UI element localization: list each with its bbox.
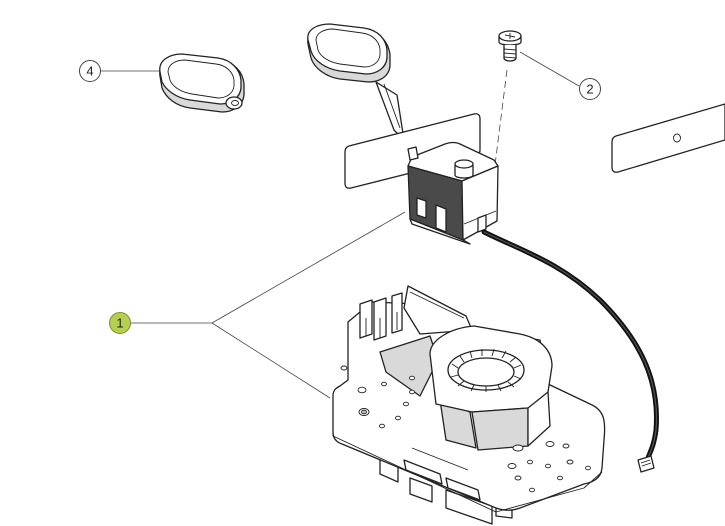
callout-2-circle xyxy=(579,78,601,100)
callout-2-label: 2 xyxy=(586,82,593,97)
callout-4[interactable]: 4 xyxy=(79,60,101,82)
callout-2[interactable]: 2 xyxy=(579,78,601,100)
plate-holes xyxy=(340,365,591,493)
callout-4-label: 4 xyxy=(86,64,93,79)
callout-4-circle xyxy=(79,60,101,82)
leader-line-1-lower xyxy=(211,322,331,399)
flat-bracket-icon xyxy=(611,103,725,173)
leader-lines xyxy=(101,51,580,399)
callout-1-circle xyxy=(109,312,131,334)
pedal-with-rod-icon xyxy=(307,23,405,141)
switch-module-icon xyxy=(407,141,499,245)
cable-harness-icon xyxy=(481,229,659,461)
callout-1-label: 1 xyxy=(116,316,123,331)
callout-1[interactable]: 1 xyxy=(109,312,131,334)
screw-icon xyxy=(498,30,522,62)
connector-icon xyxy=(637,455,655,473)
pedal-icon xyxy=(159,53,245,113)
leader-line-1-upper xyxy=(211,211,406,324)
screw-axis-line xyxy=(494,69,508,166)
leader-line-2 xyxy=(519,51,580,87)
mounting-plate-icon xyxy=(332,285,606,525)
gear-ring-icon xyxy=(447,348,525,392)
